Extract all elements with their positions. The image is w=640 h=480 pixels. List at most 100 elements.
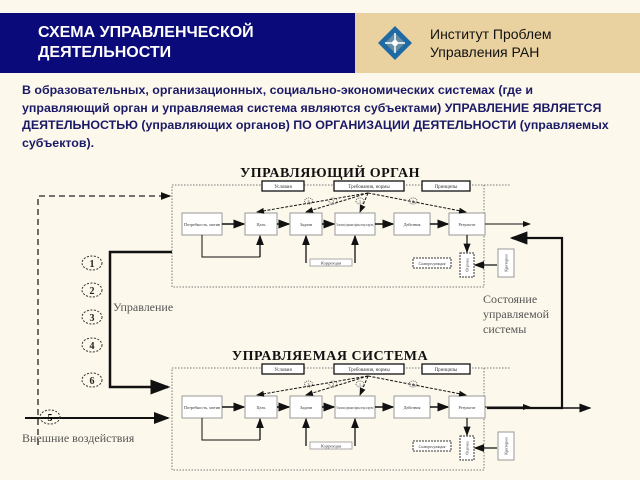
marker-circle: [408, 380, 418, 388]
marker-circle: [355, 380, 365, 388]
block-title: УПРАВЛЯЮЩИЙ ОРГАН: [240, 164, 420, 181]
title-line-1: СХЕМА УПРАВЛЕНЧЕСКОЙ: [38, 24, 254, 41]
self-regulation-box: [412, 257, 452, 269]
left-number: 1: [90, 259, 95, 270]
step-label: Задачи: [300, 222, 313, 227]
evaluation-label: Оценка: [465, 258, 470, 271]
step-label: Цель: [257, 222, 266, 227]
feedback-line: [201, 235, 260, 258]
marker-number: 2: [332, 382, 334, 387]
top-box-condition: [261, 363, 305, 375]
left-number-marker: 1: [81, 255, 103, 271]
state-label-line-3: системы: [483, 322, 526, 336]
external-number-marker: 5: [39, 409, 61, 425]
block-frame: [171, 367, 485, 471]
top-box-label: Принципы: [435, 185, 458, 190]
criteria-box: [497, 431, 515, 461]
top-box-requirements: [333, 180, 405, 192]
state-feedback-line: [487, 231, 564, 410]
block-title: УПРАВЛЯЕМАЯ СИСТЕМА: [232, 349, 429, 364]
institute-logo-icon: [378, 26, 412, 60]
top-box-principles: [421, 363, 471, 375]
left-number: 2: [90, 286, 95, 297]
step-label: Задачи: [300, 405, 313, 410]
management-label: Управление: [113, 300, 173, 314]
left-number-marker: 6: [81, 372, 103, 388]
external-influences-label: Внешние воздействия: [22, 431, 135, 445]
number-circle: [81, 255, 103, 271]
correction-box: [309, 258, 353, 267]
page-title: СХЕМА УПРАВЛЕНЧЕСКОЙ ДЕЯТЕЛЬНОСТИ: [38, 23, 254, 63]
feedback-dashed-line: [37, 192, 172, 445]
block-frame: [171, 184, 485, 288]
influence-arrow: [359, 375, 369, 396]
intro-text: В образовательных, организационных, соци…: [22, 83, 609, 150]
top-box-label: Условия: [274, 368, 292, 373]
left-number-marker: 4: [81, 337, 103, 353]
influence-arrow: [359, 192, 369, 213]
influence-arrow: [256, 192, 369, 214]
state-label-line-1: Состояние: [483, 292, 537, 306]
top-block: УПРАВЛЯЮЩИЙ ОРГАН Условия Требования, норм…: [171, 164, 531, 288]
top-box-label: Требования, нормы: [348, 185, 390, 190]
step-label: Технология (содержание и формы, методы и…: [337, 405, 374, 411]
left-number-marker: 3: [81, 309, 103, 325]
influence-arrow: [305, 375, 369, 396]
left-number-marker: 2: [81, 282, 103, 298]
header-org-panel: Институт Проблем Управления РАН: [355, 13, 640, 73]
step-label: Технология (содержание и формы, методы и…: [337, 222, 374, 228]
org-line-2: Управления РАН: [430, 44, 540, 60]
criteria-label: Критерии: [504, 254, 509, 272]
marker-number: 2: [332, 199, 334, 204]
feedback-line: [201, 418, 260, 441]
step-label: Потребность, мотив: [184, 405, 220, 411]
correction-label: Коррекция: [320, 261, 341, 266]
top-box-label: Условия: [274, 185, 292, 190]
external-number: 5: [48, 413, 53, 424]
step-label: Действия: [404, 222, 421, 227]
org-name: Институт Проблем Управления РАН: [430, 25, 552, 61]
step-label: Потребность, мотив: [184, 222, 220, 228]
step-label: Результат: [459, 222, 476, 227]
correction-box: [309, 441, 353, 450]
marker-number: 3: [308, 382, 310, 387]
number-circle: [81, 372, 103, 388]
org-line-1: Институт Проблем: [430, 26, 552, 42]
header-title-panel: СХЕМА УПРАВЛЕНЧЕСКОЙ ДЕЯТЕЛЬНОСТИ: [0, 13, 355, 73]
left-number: 3: [90, 313, 95, 324]
step-label: Результат: [459, 405, 476, 410]
self-regulation-label: Саморегуляция: [419, 261, 446, 266]
top-box-label: Принципы: [435, 368, 458, 373]
top-box-requirements: [333, 363, 405, 375]
state-label-line-2: управляемой: [483, 307, 550, 321]
top-box-condition: [261, 180, 305, 192]
self-regulation-label: Саморегуляция: [419, 444, 446, 449]
top-box-label: Требования, нормы: [348, 368, 390, 373]
influence-arrow: [256, 375, 369, 397]
marker-number: 1: [359, 382, 361, 387]
criteria-box: [497, 248, 515, 278]
marker-circle: [328, 380, 338, 388]
correction-label: Коррекция: [320, 444, 341, 449]
criteria-label: Критерии: [504, 437, 509, 455]
bottom-block: УПРАВЛЯЕМАЯ СИСТЕМА Условия Требования, но…: [171, 349, 531, 471]
influence-arrow: [367, 192, 467, 214]
marker-circle: [355, 197, 365, 205]
marker-circle: [304, 380, 313, 388]
influence-arrow: [305, 192, 369, 213]
marker-circle: [408, 197, 418, 205]
influence-arrow: [367, 375, 467, 397]
step-label: Цель: [257, 405, 266, 410]
number-circle: [81, 337, 103, 353]
title-line-2: ДЕЯТЕЛЬНОСТИ: [38, 44, 172, 61]
marker-number: 1: [359, 199, 361, 204]
number-circle: [81, 309, 103, 325]
marker-circle: [304, 197, 313, 205]
left-number: 4: [90, 341, 95, 352]
marker-number: 2: [412, 199, 414, 204]
number-circle: [81, 282, 103, 298]
management-line: [108, 250, 172, 395]
self-regulation-box: [412, 440, 452, 452]
top-box-principles: [421, 180, 471, 192]
